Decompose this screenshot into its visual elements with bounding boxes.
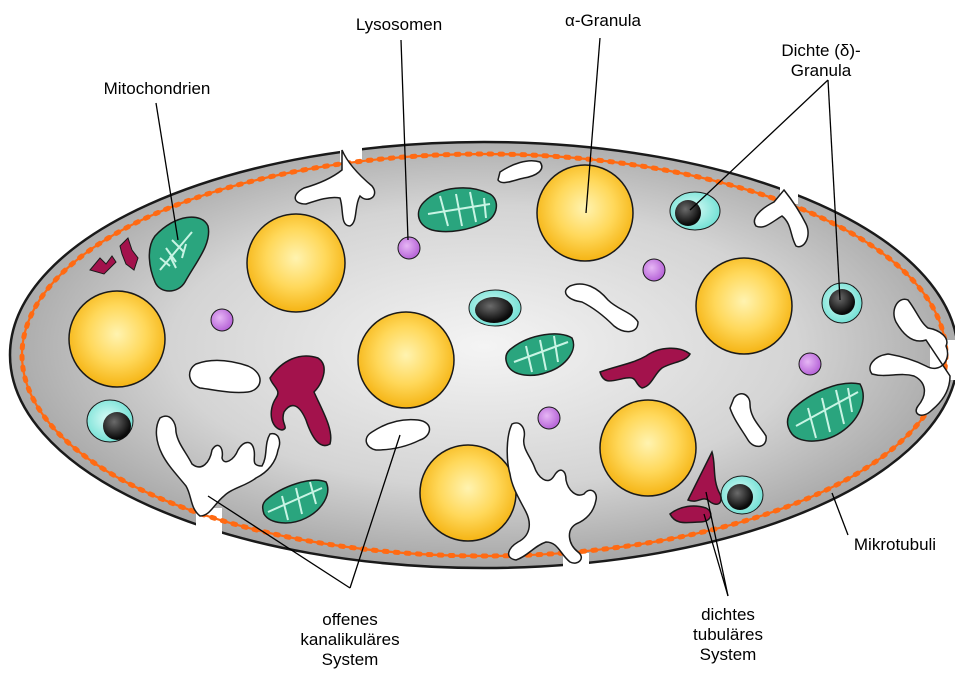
label-dense-granules-line2: Granula	[791, 61, 852, 80]
lysosome-icon	[643, 259, 665, 281]
lysosome-icon	[211, 309, 233, 331]
dense-granule-icon	[822, 283, 862, 323]
label-dense-granules-line1: Dichte (δ)-	[781, 41, 860, 60]
label-lysosomes: Lysosomen	[356, 15, 442, 34]
alpha-granule-icon	[247, 214, 345, 312]
alpha-granule-icon	[69, 291, 165, 387]
dense-granule-icon	[670, 192, 720, 230]
label-microtubules: Mikrotubuli	[854, 535, 936, 554]
label-dts-line3: System	[700, 645, 757, 664]
label-mitochondria: Mitochondrien	[104, 79, 211, 98]
lysosome-icon	[538, 407, 560, 429]
lysosome-icon	[398, 237, 420, 259]
label-dts-line1: dichtes	[701, 605, 755, 624]
dense-granule-icon	[469, 290, 521, 326]
alpha-granule-icon	[600, 400, 696, 496]
dense-granule-icon	[721, 476, 763, 514]
label-ocs-line1: offenes	[322, 610, 377, 629]
label-ocs-line3: System	[322, 650, 379, 669]
label-alpha-granules: α-Granula	[565, 11, 642, 30]
alpha-granule-icon	[420, 445, 516, 541]
alpha-granule-icon	[358, 312, 454, 408]
alpha-granule-icon	[696, 258, 792, 354]
lysosome-icon	[799, 353, 821, 375]
dense-granule-icon	[87, 400, 133, 442]
label-dts-line2: tubuläres	[693, 625, 763, 644]
alpha-granule-icon	[537, 165, 633, 261]
label-ocs-line2: kanalikuläres	[300, 630, 399, 649]
